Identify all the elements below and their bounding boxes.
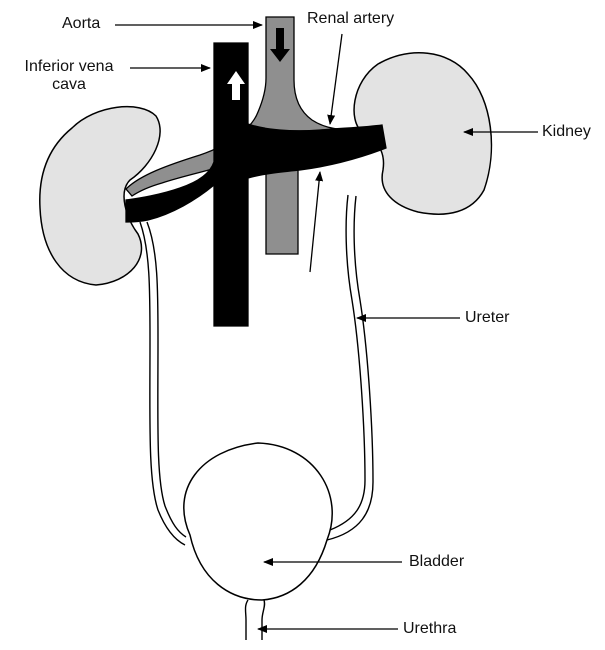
urethra-label: Urethra [403, 620, 456, 638]
urethra-tube [246, 600, 265, 640]
ivc-label-line2: cava [10, 76, 128, 94]
renal-artery-label: Renal artery [307, 10, 394, 28]
inferior-vena-cava [126, 43, 386, 326]
left-ureter [140, 222, 186, 545]
renal-artery-leader-1 [330, 34, 342, 124]
left-kidney [40, 107, 160, 285]
ivc-label: Inferior vena cava [10, 58, 128, 95]
ureter-label: Ureter [465, 309, 509, 327]
ivc-label-line1: Inferior vena [10, 58, 128, 76]
right-ureter [327, 195, 373, 540]
kidney-label: Kidney [542, 123, 591, 141]
bladder-label: Bladder [409, 553, 464, 571]
renal-artery-leader-2 [310, 172, 320, 272]
aorta-label: Aorta [62, 15, 100, 33]
bladder-shape [184, 443, 332, 600]
